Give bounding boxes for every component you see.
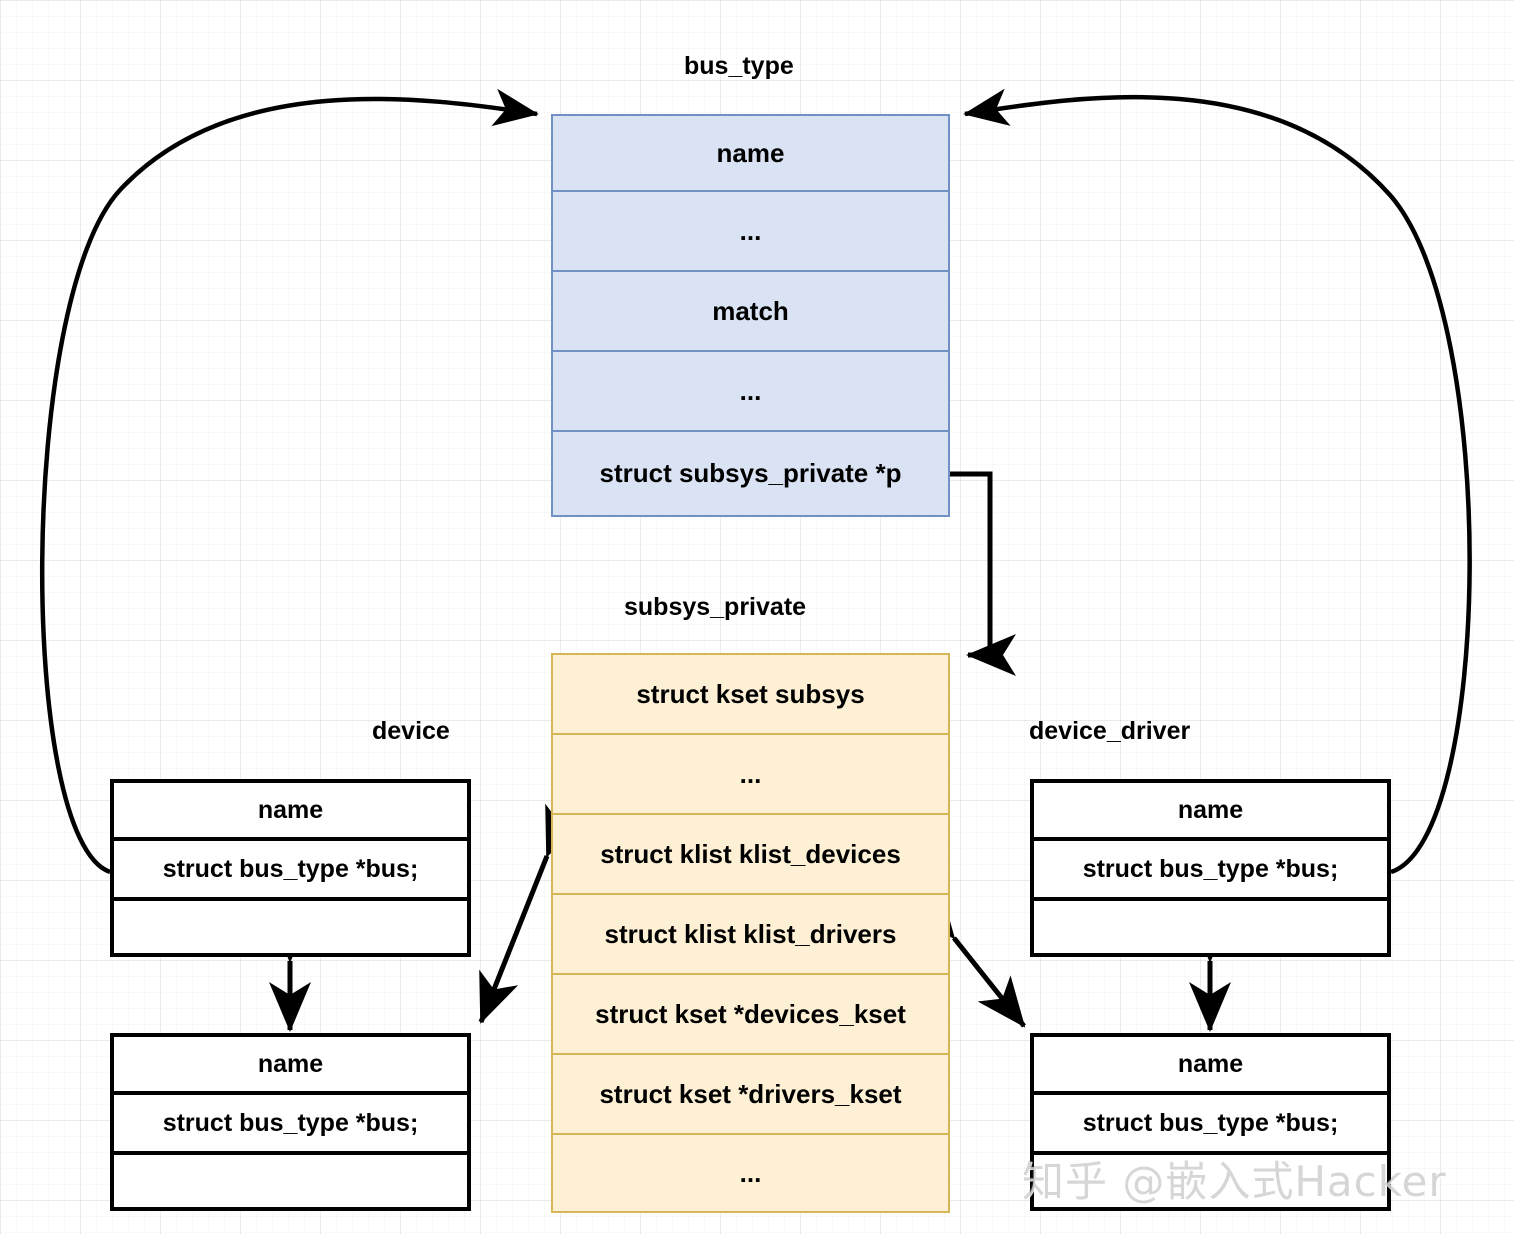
struct-field-device-driver-1-name[interactable]: name <box>1034 783 1387 841</box>
struct-label-device: device <box>372 717 450 745</box>
struct-box-device-driver-2[interactable]: name struct bus_type *bus; <box>1030 1033 1391 1211</box>
struct-box-bus-type[interactable]: name ... match ... struct subsys_private… <box>551 114 950 517</box>
connector-klist-devices-to-device <box>478 803 585 1024</box>
struct-field-device-driver-2-empty[interactable] <box>1034 1155 1387 1207</box>
struct-field-bus-type-ellipsis-1[interactable]: ... <box>553 192 948 272</box>
struct-field-device-1-bus[interactable]: struct bus_type *bus; <box>114 841 467 901</box>
struct-field-device-2-bus[interactable]: struct bus_type *bus; <box>114 1095 467 1155</box>
struct-field-device-1-name[interactable]: name <box>114 783 467 841</box>
struct-field-device-1-empty[interactable] <box>114 901 467 953</box>
connector-klist-drivers-to-device-driver <box>907 887 1026 1028</box>
connector-bus-type-p-to-subsys-private <box>950 471 1017 676</box>
struct-field-bus-type-name[interactable]: name <box>553 116 948 192</box>
struct-box-device-2[interactable]: name struct bus_type *bus; <box>110 1033 471 1211</box>
struct-field-device-2-name[interactable]: name <box>114 1037 467 1095</box>
struct-field-subsys-private-ellipsis-1[interactable]: ... <box>553 735 948 815</box>
struct-label-bus-type: bus_type <box>684 52 794 80</box>
struct-field-subsys-private-devices-kset[interactable]: struct kset *devices_kset <box>553 975 948 1055</box>
struct-label-subsys-private: subsys_private <box>624 593 807 621</box>
struct-field-subsys-private-drivers-kset[interactable]: struct kset *drivers_kset <box>553 1055 948 1135</box>
struct-box-device-driver-1[interactable]: name struct bus_type *bus; <box>1030 779 1391 957</box>
struct-field-subsys-private-ellipsis-2[interactable]: ... <box>553 1135 948 1211</box>
struct-field-device-driver-1-bus[interactable]: struct bus_type *bus; <box>1034 841 1387 901</box>
struct-field-device-driver-2-name[interactable]: name <box>1034 1037 1387 1095</box>
watermark-text: 知乎 @嵌入式Hacker <box>1022 1157 1447 1206</box>
struct-field-subsys-private-klist-drivers[interactable]: struct klist klist_drivers <box>553 895 948 975</box>
struct-field-device-driver-2-bus[interactable]: struct bus_type *bus; <box>1034 1095 1387 1155</box>
struct-box-device-1[interactable]: name struct bus_type *bus; <box>110 779 471 957</box>
connector-device-to-bus-type <box>39 88 539 875</box>
struct-field-subsys-private-kset-subsys[interactable]: struct kset subsys <box>553 655 948 735</box>
struct-field-bus-type-match[interactable]: match <box>553 272 948 352</box>
struct-field-bus-type-ellipsis-2[interactable]: ... <box>553 352 948 432</box>
struct-field-device-2-empty[interactable] <box>114 1155 467 1207</box>
connector-device-driver-to-bus-type <box>963 88 1472 875</box>
struct-field-subsys-private-klist-devices[interactable]: struct klist klist_devices <box>553 815 948 895</box>
struct-label-device-driver: device_driver <box>1029 717 1191 745</box>
struct-box-subsys-private[interactable]: struct kset subsys ... struct klist klis… <box>551 653 950 1213</box>
struct-field-bus-type-subsys-private-p[interactable]: struct subsys_private *p <box>553 432 948 515</box>
struct-field-device-driver-1-empty[interactable] <box>1034 901 1387 953</box>
